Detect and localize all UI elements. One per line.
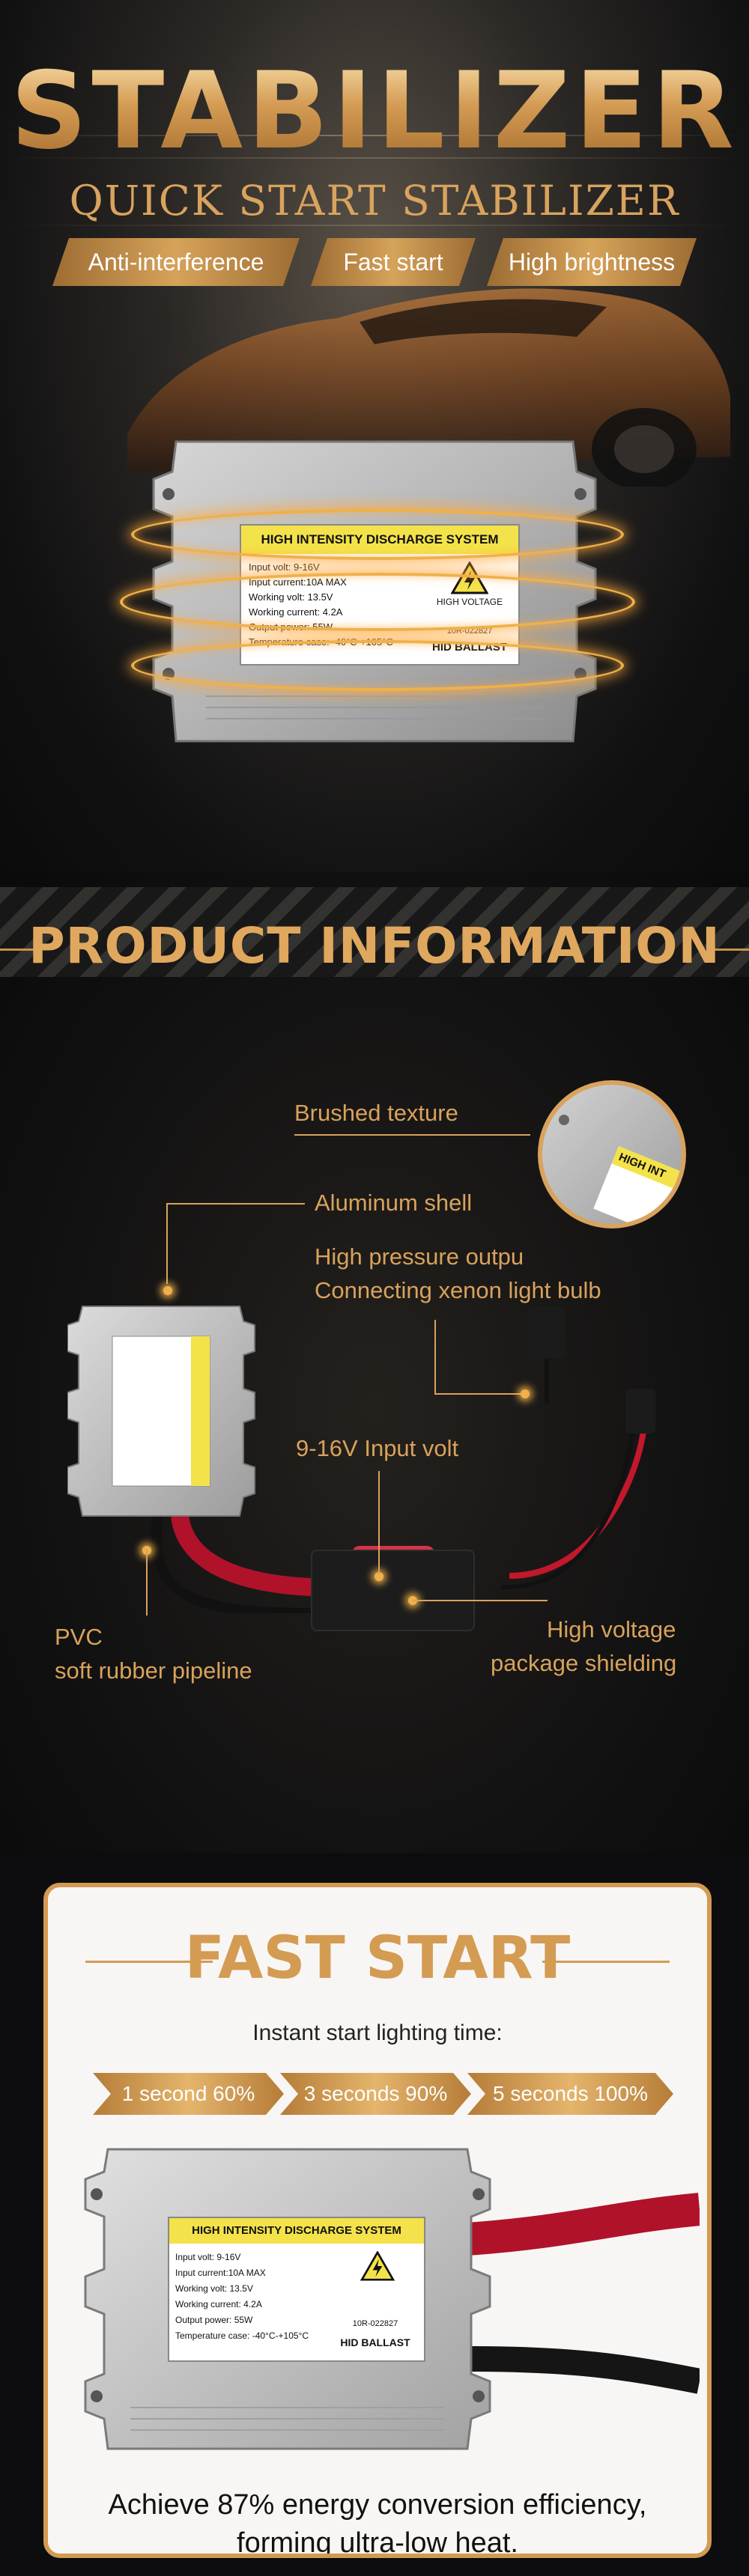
callout-line xyxy=(166,1203,305,1205)
hero-subtitle: QUICK START STABILIZER xyxy=(69,177,680,225)
spec-line: Working volt: 13.5V xyxy=(175,2283,253,2294)
zoom-label-text: HIGH INT xyxy=(611,1146,682,1203)
label-brand: HID BALLAST xyxy=(340,2336,410,2348)
step-3-seconds: 3 seconds 90% xyxy=(280,2073,471,2115)
title-rule-right xyxy=(542,1961,670,1963)
light-streak xyxy=(0,157,749,159)
title-rule-right xyxy=(713,949,749,951)
spec-line: Temperature case: -40°C-+105°C xyxy=(175,2330,309,2341)
spec-line: Working current: 4.2A xyxy=(175,2299,262,2309)
shielding-box xyxy=(311,1550,475,1631)
spec-line: Input volt: 9-16V xyxy=(175,2252,241,2262)
fast-start-card: FAST START Instant start lighting time: … xyxy=(43,1883,712,2558)
efficiency-caption: Achieve 87% energy conversion efficiency… xyxy=(48,2486,707,2558)
label-code: 10R-022827 xyxy=(352,2319,398,2328)
tag-high-brightness: High brightness xyxy=(487,238,697,286)
label-aluminum-shell: Aluminum shell xyxy=(315,1190,473,1216)
fast-start-title: FAST START xyxy=(184,1925,571,1992)
zoom-label-patch: HIGH INT xyxy=(593,1146,682,1224)
section-title: PRODUCT INFORMATION xyxy=(28,917,721,975)
label-header: HIGH INTENSITY DISCHARGE SYSTEM xyxy=(169,2218,424,2244)
label-pvc: PVC xyxy=(55,1624,103,1650)
hero-banner: STABILIZER QUICK START STABILIZER Anti-i… xyxy=(0,0,749,872)
glow-ring xyxy=(131,509,624,560)
label-soft-rubber-pipeline: soft rubber pipeline xyxy=(55,1657,252,1684)
light-streak xyxy=(0,135,749,136)
callout-line xyxy=(166,1203,168,1284)
label-high-voltage: High voltage xyxy=(547,1616,676,1642)
step-5-seconds: 5 seconds 100% xyxy=(467,2073,673,2115)
caption-line-2: forming ultra-low heat. xyxy=(237,2527,518,2558)
callout-line xyxy=(434,1393,524,1395)
label-input-volt: 9-16V Input volt xyxy=(296,1435,459,1461)
label-package-shielding: package shielding xyxy=(491,1650,677,1676)
callout-dot xyxy=(163,1286,172,1295)
title-rule-left xyxy=(0,949,36,951)
callout-line xyxy=(434,1320,436,1393)
product-information-section: PRODUCT INFORMATION HIGH INT Brushed tex… xyxy=(0,872,749,1853)
spec-line: Output power: 55W xyxy=(175,2315,253,2325)
glow-ring xyxy=(131,640,624,691)
callout-dot xyxy=(521,1389,530,1398)
callout-line xyxy=(146,1550,148,1616)
label-xenon-bulb: Connecting xenon light bulb xyxy=(315,1277,601,1303)
screw-hole xyxy=(559,1115,569,1125)
step-1-second: 1 second 60% xyxy=(93,2073,284,2115)
callout-line xyxy=(413,1600,548,1601)
label-brushed-texture: Brushed texture xyxy=(294,1100,458,1126)
brushed-texture-zoom: HIGH INT xyxy=(538,1080,686,1228)
tag-anti-interference: Anti-interference xyxy=(52,238,300,286)
tag-fast-start: Fast start xyxy=(311,238,476,286)
glow-ring xyxy=(120,573,635,631)
light-streak xyxy=(0,225,749,226)
fast-ballast-spec-label: HIGH INTENSITY DISCHARGE SYSTEM Input vo… xyxy=(168,2217,425,2362)
label-high-pressure-output: High pressure outpu xyxy=(315,1243,524,1270)
callout-dot xyxy=(374,1572,383,1581)
hero-title: STABILIZER xyxy=(0,58,749,165)
title-rule-left xyxy=(85,1961,213,1963)
callout-line xyxy=(378,1471,380,1574)
callout-line xyxy=(294,1134,530,1136)
fast-start-section: FAST START Instant start lighting time: … xyxy=(0,1853,749,2576)
high-voltage-warning-icon xyxy=(360,2251,395,2281)
hero-ballast-unit: HIGH INTENSITY DISCHARGE SYSTEM Input vo… xyxy=(120,427,635,756)
feature-tags: Anti-interference Fast start High bright… xyxy=(52,238,697,290)
label-spec-lines: Input volt: 9-16V Input current:10A MAX … xyxy=(175,2250,309,2344)
sports-car-image xyxy=(127,288,730,487)
spec-line: Input current:10A MAX xyxy=(175,2268,266,2278)
spec-line: Input volt: 9-16V xyxy=(249,561,320,573)
stripe-band xyxy=(0,887,749,977)
fast-start-subtitle: Instant start lighting time: xyxy=(252,2021,503,2045)
caption-line-1: Achieve 87% energy conversion efficiency… xyxy=(108,2489,647,2521)
